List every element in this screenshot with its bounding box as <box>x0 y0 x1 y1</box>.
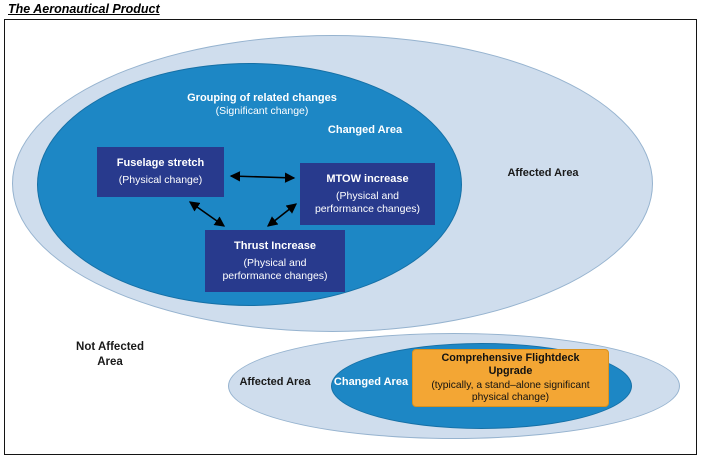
mtow-increase-subtitle: (Physical and performance changes) <box>314 190 421 215</box>
lower-affected-area-label: Affected Area <box>239 376 311 388</box>
fuselage-stretch-box: Fuselage stretch (Physical change) <box>97 147 224 197</box>
grouping-label: Grouping of related changes (Significant… <box>147 92 377 118</box>
fuselage-stretch-title: Fuselage stretch <box>116 157 205 170</box>
flightdeck-upgrade-title: Comprehensive Flightdeck Upgrade <box>441 351 580 377</box>
flightdeck-upgrade-box: Comprehensive Flightdeck Upgrade (typica… <box>412 349 609 407</box>
upper-changed-area-label: Changed Area <box>327 124 403 136</box>
lower-changed-area-label: Changed Area <box>333 376 409 388</box>
thrust-increase-subtitle: (Physical and performance changes) <box>222 257 328 282</box>
thrust-increase-title: Thrust Increase <box>234 240 316 252</box>
figure-title: The Aeronautical Product <box>8 2 160 16</box>
grouping-subtitle: (Significant change) <box>215 105 309 117</box>
flightdeck-upgrade-subtitle: (typically, a stand–alone significant ph… <box>431 379 590 404</box>
mtow-increase-title: MTOW increase <box>326 173 409 185</box>
not-affected-area-label: Not Affected Area <box>76 341 144 368</box>
mtow-increase-box: MTOW increase (Physical and performance … <box>300 163 435 225</box>
upper-affected-area-label: Affected Area <box>507 167 579 179</box>
fuselage-stretch-subtitle: (Physical change) <box>118 174 203 187</box>
thrust-increase-box: Thrust Increase (Physical and performanc… <box>205 230 345 292</box>
grouping-title: Grouping of related changes <box>187 92 337 104</box>
